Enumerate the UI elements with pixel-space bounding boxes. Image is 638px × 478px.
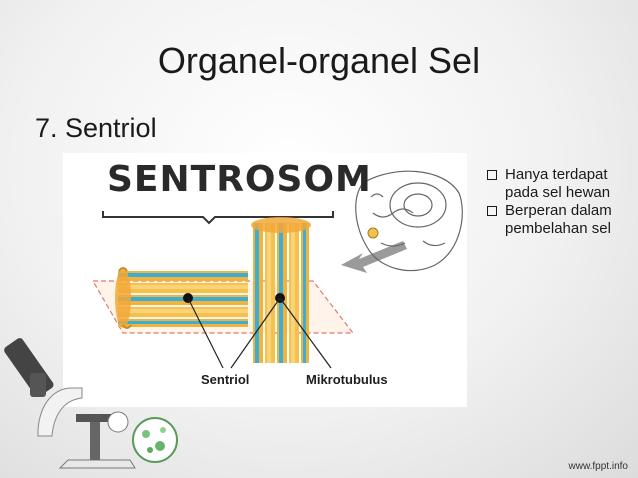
microscope-icon: [4, 338, 178, 469]
checkbox-bullet-icon: [487, 206, 497, 216]
bullet-item: Hanya terdapat pada sel hewan: [487, 166, 637, 202]
figure-label-sentriol: Sentriol: [201, 372, 250, 387]
figure-label-mikrotubulus: Mikrotubulus: [306, 372, 388, 387]
bullet-text: Hanya terdapat pada sel hewan: [505, 166, 611, 201]
bullet-list: Hanya terdapat pada sel hewan Berperan d…: [487, 166, 637, 238]
centrosome-figure: SENTROSOM Sentriol Mikrotubulus: [63, 153, 467, 407]
checkbox-bullet-icon: [487, 170, 497, 180]
figure-heading: SENTROSOM: [107, 159, 372, 200]
centrosome-illustration: [91, 170, 463, 369]
bullet-text: Berperan dalam pembelahan sel: [505, 202, 612, 237]
slide-title: Organel-organel Sel: [157, 40, 481, 81]
slide-subtitle: 7. Sentriol: [35, 113, 157, 143]
watermark: www.fppt.info: [568, 461, 628, 472]
bullet-item: Berperan dalam pembelahan sel: [487, 202, 637, 238]
